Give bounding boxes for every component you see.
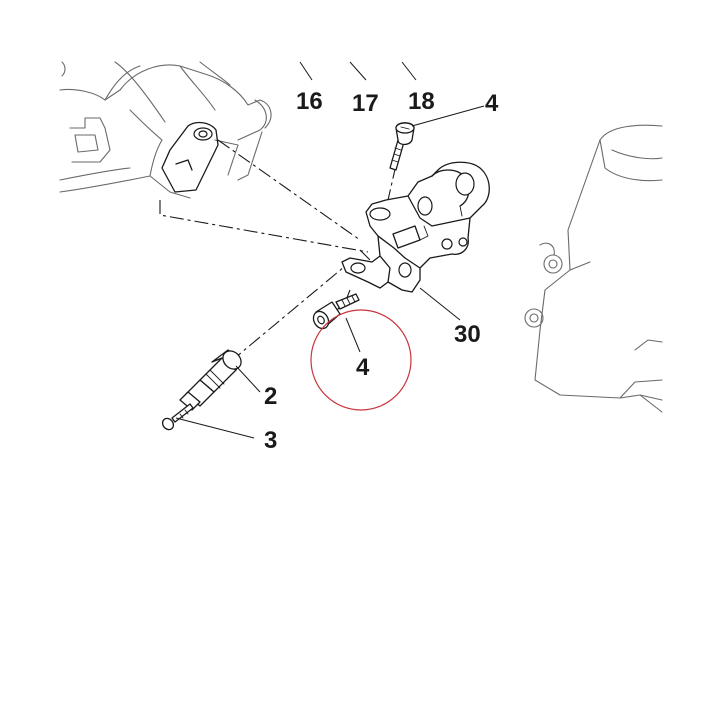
- callout-3: 3: [264, 427, 277, 454]
- callout-4-lower: 4: [356, 354, 370, 381]
- highlight-circle: [310, 309, 412, 411]
- engine-housing-left: [59, 61, 272, 199]
- sensor-part-2: [179, 349, 242, 411]
- callout-16: 16: [296, 88, 323, 115]
- bolt-upper-part-4: [389, 122, 415, 171]
- leader-lines: [175, 61, 485, 439]
- left-mount-bracket: [161, 121, 219, 193]
- callout-30: 30: [454, 321, 481, 348]
- callout-2: 2: [264, 383, 277, 410]
- bolt-lower-part-4: [312, 293, 360, 330]
- bracket-part-30: [341, 161, 490, 293]
- callout-4-upper: 4: [485, 90, 499, 117]
- assembly-lines: [159, 139, 397, 363]
- screw-part-3: [161, 403, 194, 431]
- callout-17: 17: [352, 90, 379, 117]
- cylinder-housing-right: [524, 124, 663, 413]
- callout-18: 18: [408, 88, 435, 115]
